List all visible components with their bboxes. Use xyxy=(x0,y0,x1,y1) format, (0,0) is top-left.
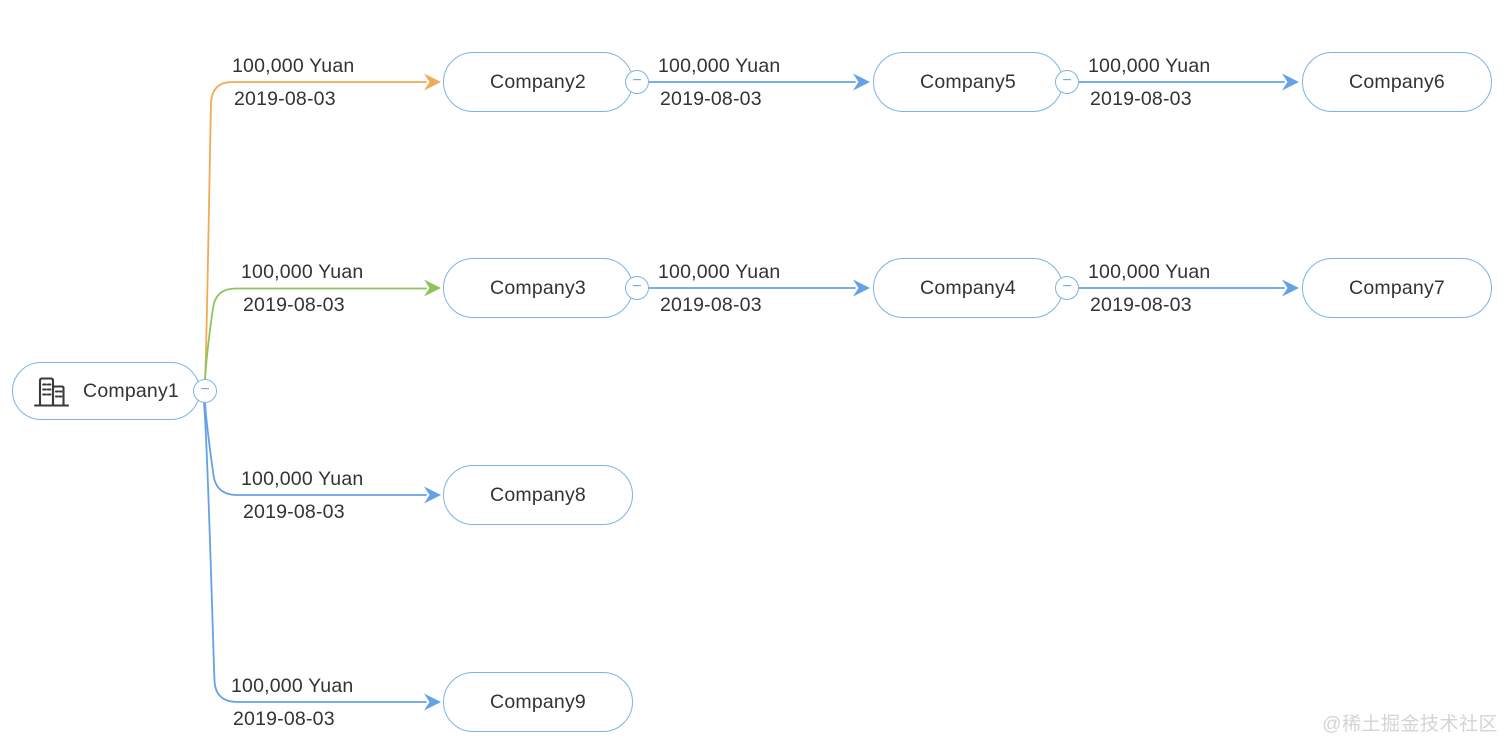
edge-amount-label: 100,000 Yuan xyxy=(1088,261,1211,283)
node-company3[interactable]: Company3 xyxy=(443,258,633,318)
arrowhead-company2 xyxy=(424,73,441,91)
arrowhead-company5 xyxy=(853,73,870,91)
edge-amount-label: 100,000 Yuan xyxy=(241,468,364,490)
edge-amount-label: 100,000 Yuan xyxy=(1088,55,1211,77)
edge-amount-label: 100,000 Yuan xyxy=(241,261,364,283)
node-label: Company8 xyxy=(490,483,586,506)
edge-date-label: 2019-08-03 xyxy=(660,294,762,316)
building-icon xyxy=(33,376,70,407)
edge-amount-label: 100,000 Yuan xyxy=(231,675,354,697)
node-label: Company3 xyxy=(490,276,586,299)
edge-date-label: 2019-08-03 xyxy=(1090,88,1192,110)
minus-icon: − xyxy=(632,72,642,89)
node-company1[interactable]: Company1 xyxy=(12,362,200,420)
collapse-button-company2[interactable]: − xyxy=(625,70,649,94)
node-label: Company1 xyxy=(83,379,179,402)
edge-company1-company9 xyxy=(203,402,427,703)
node-company2[interactable]: Company2 xyxy=(443,52,633,112)
node-label: Company6 xyxy=(1349,70,1445,93)
edge-company1-company3 xyxy=(204,287,427,382)
node-label: Company7 xyxy=(1349,276,1445,299)
minus-icon: − xyxy=(200,381,210,398)
edge-date-label: 2019-08-03 xyxy=(234,88,336,110)
minus-icon: − xyxy=(632,278,642,295)
edge-date-label: 2019-08-03 xyxy=(660,88,762,110)
arrowhead-company6 xyxy=(1282,73,1299,91)
node-label: Company9 xyxy=(490,690,586,713)
node-company7[interactable]: Company7 xyxy=(1302,258,1492,318)
arrowhead-company3 xyxy=(424,279,441,297)
arrowhead-company9 xyxy=(424,693,441,711)
minus-icon: − xyxy=(1062,72,1072,89)
arrowhead-company4 xyxy=(853,279,870,297)
edge-date-label: 2019-08-03 xyxy=(243,294,345,316)
node-company6[interactable]: Company6 xyxy=(1302,52,1492,112)
minus-icon: − xyxy=(1062,278,1072,295)
edge-amount-label: 100,000 Yuan xyxy=(232,55,355,77)
collapse-button-company5[interactable]: − xyxy=(1055,70,1079,94)
node-label: Company2 xyxy=(490,70,586,93)
arrowhead-company8 xyxy=(424,486,441,504)
node-label: Company5 xyxy=(920,70,1016,93)
node-company5[interactable]: Company5 xyxy=(873,52,1063,112)
edge-date-label: 2019-08-03 xyxy=(233,708,335,730)
node-company8[interactable]: Company8 xyxy=(443,465,633,525)
edge-amount-label: 100,000 Yuan xyxy=(658,55,781,77)
edge-company1-company8 xyxy=(204,401,427,496)
node-company4[interactable]: Company4 xyxy=(873,258,1063,318)
edge-company1-company2 xyxy=(204,81,427,381)
collapse-button-company3[interactable]: − xyxy=(625,276,649,300)
collapse-button-company1[interactable]: − xyxy=(193,379,217,403)
node-label: Company4 xyxy=(920,276,1016,299)
node-company9[interactable]: Company9 xyxy=(443,672,633,732)
edge-amount-label: 100,000 Yuan xyxy=(658,261,781,283)
edge-date-label: 2019-08-03 xyxy=(1090,294,1192,316)
collapse-button-company4[interactable]: − xyxy=(1055,276,1079,300)
watermark: @稀土掘金技术社区 xyxy=(1322,714,1498,735)
arrowhead-company7 xyxy=(1282,279,1299,297)
edge-date-label: 2019-08-03 xyxy=(243,501,345,523)
